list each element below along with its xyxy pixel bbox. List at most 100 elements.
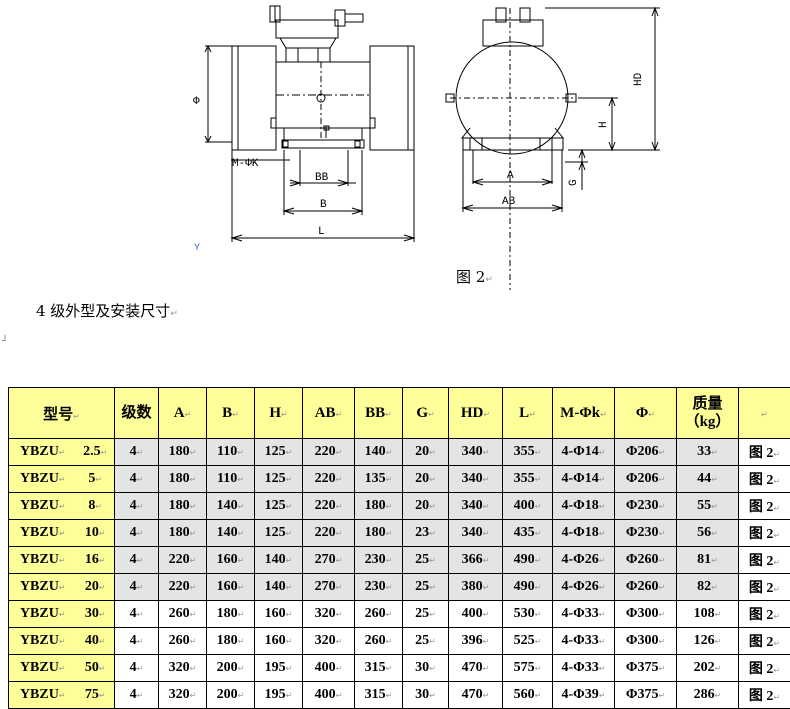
paragraph-mark-icon: ↵	[286, 529, 293, 538]
cell-g: 25↵	[403, 547, 449, 574]
cell-hd: 400↵	[449, 601, 503, 628]
cell-h-text: 125	[265, 444, 286, 459]
cell-ab: 270↵	[303, 547, 355, 574]
cell-h: 140↵	[255, 547, 303, 574]
paragraph-mark-icon: ↵	[386, 637, 393, 646]
header-model-text: 型号	[43, 407, 73, 423]
cell-ab-text: 220	[315, 498, 336, 513]
cell-poles-text: 4	[130, 525, 137, 540]
paragraph-mark-icon: ↵	[386, 502, 393, 511]
cell-a: 220↵	[159, 574, 207, 601]
paragraph-mark-icon: ↵	[535, 556, 542, 565]
paragraph-mark-icon: ↵	[773, 450, 780, 459]
cell-size-text: 30	[85, 606, 99, 621]
paragraph-mark-icon: ↵	[59, 691, 66, 700]
cell-phi-text: Φ206	[626, 471, 659, 486]
paragraph-mark-icon: ↵	[286, 664, 293, 673]
cell-hd-text: 400	[462, 606, 483, 621]
table-row: YBZU↵5↵4↵180↵110↵125↵220↵135↵20↵340↵355↵…	[9, 466, 790, 493]
header-mk: M-Φk↵	[553, 388, 615, 439]
paragraph-mark-icon: ↵	[238, 583, 245, 592]
paragraph-mark-icon: ↵	[535, 610, 542, 619]
cell-l-text: 575	[514, 660, 535, 675]
cell-bb: 315↵	[355, 655, 403, 682]
cell-poles-text: 4	[130, 633, 137, 648]
paragraph-mark-icon: ↵	[773, 585, 780, 594]
paragraph-mark-icon: ↵	[483, 556, 490, 565]
paragraph-mark-icon: ↵	[773, 639, 780, 648]
cell-g-text: 25	[415, 579, 429, 594]
paragraph-mark-icon: ↵	[658, 556, 665, 565]
paragraph-mark-icon: ↵	[715, 637, 722, 646]
paragraph-mark-icon: ↵	[658, 502, 665, 511]
cell-bb-text: 135	[365, 471, 386, 486]
cell-fig: 图 2↵	[739, 628, 790, 655]
paragraph-mark-icon: ↵	[99, 664, 106, 673]
cell-phi: Φ260↵	[615, 547, 677, 574]
paragraph-mark-icon: ↵	[137, 529, 144, 538]
cell-g: 30↵	[403, 682, 449, 709]
cell-mass: 126↵	[677, 628, 739, 655]
cell-size: 30↵	[77, 601, 115, 628]
cell-phi-text: Φ206	[626, 444, 659, 459]
cell-l-text: 530	[514, 606, 535, 621]
cell-ab: 270↵	[303, 574, 355, 601]
paragraph-mark-icon: ↵	[535, 583, 542, 592]
paragraph-mark-icon: ↵	[648, 410, 655, 419]
paragraph-mark-icon: ↵	[137, 610, 144, 619]
cell-poles-text: 4	[130, 606, 137, 621]
cell-bb: 180↵	[355, 493, 403, 520]
cell-fig-text: 图 2	[749, 446, 774, 461]
cell-a-text: 180	[169, 525, 190, 540]
cell-g: 23↵	[403, 520, 449, 547]
cell-mk: 4-Φ26↵	[553, 574, 615, 601]
cell-poles: 4↵	[115, 520, 159, 547]
cell-g: 20↵	[403, 439, 449, 466]
cell-size: 10↵	[77, 520, 115, 547]
paragraph-mark-icon: ↵	[386, 529, 393, 538]
cell-poles-text: 4	[130, 660, 137, 675]
cell-g: 20↵	[403, 493, 449, 520]
paragraph-mark-icon: ↵	[137, 502, 144, 511]
paragraph-mark-icon: ↵	[336, 502, 343, 511]
header-ab-text: AB	[315, 405, 336, 421]
table-row: YBZU↵8↵4↵180↵140↵125↵220↵180↵20↵340↵400↵…	[9, 493, 790, 520]
paragraph-mark-icon: ↵	[101, 448, 108, 457]
cell-b: 160↵	[207, 547, 255, 574]
cell-series: YBZU↵	[9, 601, 77, 628]
paragraph-mark-icon: ↵	[599, 664, 606, 673]
cell-g: 20↵	[403, 466, 449, 493]
cell-g-text: 25	[415, 633, 429, 648]
cell-h-text: 125	[265, 498, 286, 513]
paragraph-mark-icon: ↵	[95, 475, 102, 484]
cell-mass: 81↵	[677, 547, 739, 574]
label-y: Y	[194, 243, 200, 254]
cell-series: YBZU↵	[9, 655, 77, 682]
cell-h: 195↵	[255, 655, 303, 682]
motor-dimension-drawing: Φ M-ΦK BB B L A AB G H HD Y	[0, 0, 790, 290]
cell-a-text: 180	[169, 498, 190, 513]
cell-b-text: 140	[217, 525, 238, 540]
cell-bb: 140↵	[355, 439, 403, 466]
cell-series-text: YBZU	[20, 660, 59, 675]
cell-hd: 340↵	[449, 439, 503, 466]
cell-series: YBZU↵	[9, 682, 77, 709]
cell-l-text: 355	[514, 444, 535, 459]
cell-size-text: 16	[85, 552, 99, 567]
paragraph-mark-icon: ↵	[429, 664, 436, 673]
cell-g: 25↵	[403, 601, 449, 628]
paragraph-mark-icon: ↵	[99, 691, 106, 700]
cell-mass-text: 108	[694, 606, 715, 621]
paragraph-mark-icon: ↵	[535, 529, 542, 538]
cell-fig-text: 图 2	[749, 500, 774, 515]
cell-b: 160↵	[207, 574, 255, 601]
paragraph-mark-icon: ↵	[773, 531, 780, 540]
cell-mk: 4-Φ39↵	[553, 682, 615, 709]
paragraph-mark-icon: ↵	[190, 475, 197, 484]
paragraph-mark-icon: ↵	[715, 610, 722, 619]
cell-poles: 4↵	[115, 547, 159, 574]
paragraph-mark-icon: ↵	[483, 529, 490, 538]
cell-fig: 图 2↵	[739, 574, 790, 601]
paragraph-mark-icon: ↵	[483, 410, 490, 419]
cell-g: 25↵	[403, 628, 449, 655]
